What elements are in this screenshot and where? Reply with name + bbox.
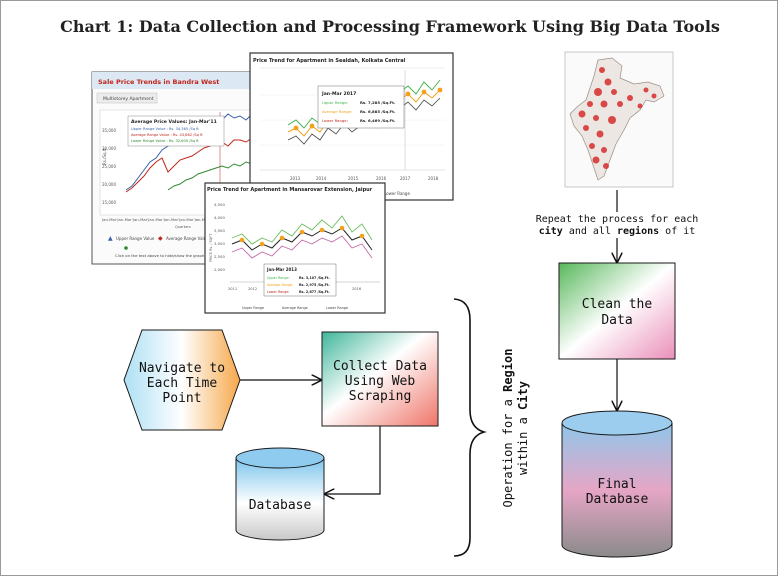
jaipur-average-value: Rs. 2,975 /Sq.Ft. [299, 283, 330, 287]
sealdah-lower-label: Lower Range: [322, 118, 348, 123]
jaipur-upper-label: Upper Range: [267, 276, 290, 280]
sealdah-tooltip-title: Jan-Mar 2017 [321, 91, 356, 97]
bandra-ytick: 35,000 [102, 128, 116, 133]
bandra-xaxis: Jan-Mar'Jan-Mar'Jan-Mar'Jan-Mar'Jan-Mar'… [101, 217, 209, 222]
bandra-ytick: 15,000 [102, 200, 116, 205]
final-database-label: Final [597, 477, 636, 492]
sealdah-xtick: 2014 [316, 176, 327, 181]
sealdah-xtick: 2013 [290, 176, 301, 181]
bandra-ytick: 30,000 [102, 146, 116, 151]
bandra-legend-upper[interactable]: Upper Range Value [116, 236, 155, 241]
jaipur-xtick: 2016 [352, 287, 362, 291]
jaipur-chart-title: Price Trend for Apartment in Mansarovar … [207, 187, 373, 193]
triangle-marker-icon: ▲ [108, 235, 113, 242]
arrow-collect-to-database [325, 426, 381, 494]
jaipur-average-label: Average Range: [267, 283, 293, 287]
sealdah-xtick: 2017 [400, 176, 411, 181]
sealdah-upper-label: Upper Range: [322, 100, 348, 105]
sealdah-lower-value: Rs. 6,469 /Sq.Ft. [360, 118, 396, 123]
sealdah-upper-value: Rs. 7,285 /Sq.Ft. [360, 100, 396, 105]
bandra-tooltip-title: Average Price Values: Jan-Mar'11 [131, 119, 217, 125]
jaipur-lower-value: Rs. 2,677 /Sq.Ft. [299, 290, 330, 294]
jaipur-ytick: 3,000 [214, 241, 225, 246]
diamond-marker-icon: ◆ [158, 235, 163, 242]
bandra-chart-title: Sale Price Trends in Bandra West [98, 78, 219, 86]
sealdah-xtick: 2015 [348, 176, 359, 181]
jaipur-legend-average[interactable]: Average Range [282, 306, 308, 310]
screenshot-sealdah: Price Trend for Apartment in Sealdah, Ko… [249, 52, 454, 201]
jaipur-xtick: 2011 [228, 287, 237, 291]
jaipur-upper-value: Rs. 3,107 /Sq.Ft. [299, 276, 330, 280]
bandra-average-series [125, 137, 271, 193]
jaipur-upper-series [231, 215, 373, 245]
jaipur-ytick: 4,000 [214, 215, 225, 220]
collect-node: Collect Data Using Web Scraping [321, 331, 439, 427]
operation-label: Operation for a Region within a City [501, 349, 530, 508]
india-map-icon [564, 51, 674, 188]
collect-label: Scraping [349, 389, 412, 404]
clean-label: Data [601, 313, 632, 328]
database-node: Database [235, 447, 325, 541]
bandra-ylabel: Rs./Sq.ft [102, 148, 107, 165]
bandra-tab[interactable]: Multistorey Apartment [103, 96, 154, 102]
sealdah-xtick: 2016 [376, 176, 387, 181]
screenshot-jaipur: Price Trend for Apartment in Mansarovar … [204, 182, 386, 314]
sealdah-legend-lower[interactable]: Lower Range [384, 191, 410, 196]
database-label: Database [249, 498, 312, 513]
operation-label-line1: Operation for a Region [501, 349, 515, 508]
navigate-label: Each Time [147, 376, 218, 391]
repeat-note-line2: city and all regions of it [539, 225, 696, 237]
sealdah-xtick: 2018 [428, 176, 439, 181]
bandra-legend-average[interactable]: Average Range Value [166, 236, 209, 241]
bandra-tooltip-upper: Upper Range Value : Rs. 34,365 /Sq ft [131, 127, 199, 131]
navigate-label: Point [162, 391, 201, 406]
bandra-footer: Click on the text above to hide/show the… [115, 253, 214, 258]
jaipur-legend-upper[interactable]: Upper Range [242, 306, 264, 310]
sealdah-chart-title: Price Trend for Apartment in Sealdah, Ko… [253, 58, 406, 64]
clean-label: Clean the [582, 297, 653, 312]
sealdah-average-label: Average Range: [322, 109, 352, 114]
bandra-tooltip-lower: Lower Range Value : Rs. 32,600 /Sq ft [131, 139, 199, 143]
repeat-note-line1: Repeat the process for each [536, 214, 699, 225]
bandra-ytick: 20,000 [102, 182, 116, 187]
jaipur-ytick: 3,500 [214, 228, 225, 233]
jaipur-xtick: 2012 [248, 287, 257, 291]
curly-brace [453, 298, 487, 557]
collect-label: Collect Data [333, 359, 427, 374]
figure-title: Chart 1: Data Collection and Processing … [60, 17, 720, 36]
jaipur-ytick: 2,500 [214, 254, 225, 259]
clean-node: Clean the Data [558, 262, 676, 360]
jaipur-ytick: 4,500 [214, 202, 225, 207]
collect-label: Using Web [345, 374, 416, 389]
jaipur-lower-series [231, 235, 373, 259]
final-database-node: Final Database [561, 410, 673, 558]
navigate-node: Navigate to Each Time Point [123, 329, 241, 431]
navigate-label: Navigate to [139, 361, 225, 376]
jaipur-lower-label: Lower Range: [267, 290, 289, 294]
jaipur-tooltip-title: Jan-Mar 2013 [266, 267, 297, 272]
final-database-label: Database [586, 492, 649, 507]
sealdah-average-value: Rs. 6,885 /Sq.Ft. [360, 109, 396, 114]
jaipur-ytick: 2,000 [214, 267, 225, 272]
jaipur-legend-lower[interactable]: Lower Range [326, 306, 348, 310]
jaipur-ylabel: PRICE Rs. / SQFT [209, 233, 213, 262]
operation-label-line2: within a City [516, 381, 530, 475]
bandra-tooltip-average: Average Range Value : Rs. 43,862 /Sq ft [131, 133, 203, 137]
bandra-xaxis-note: Quarters [175, 225, 191, 229]
bandra-ytick: 25,000 [102, 164, 116, 169]
